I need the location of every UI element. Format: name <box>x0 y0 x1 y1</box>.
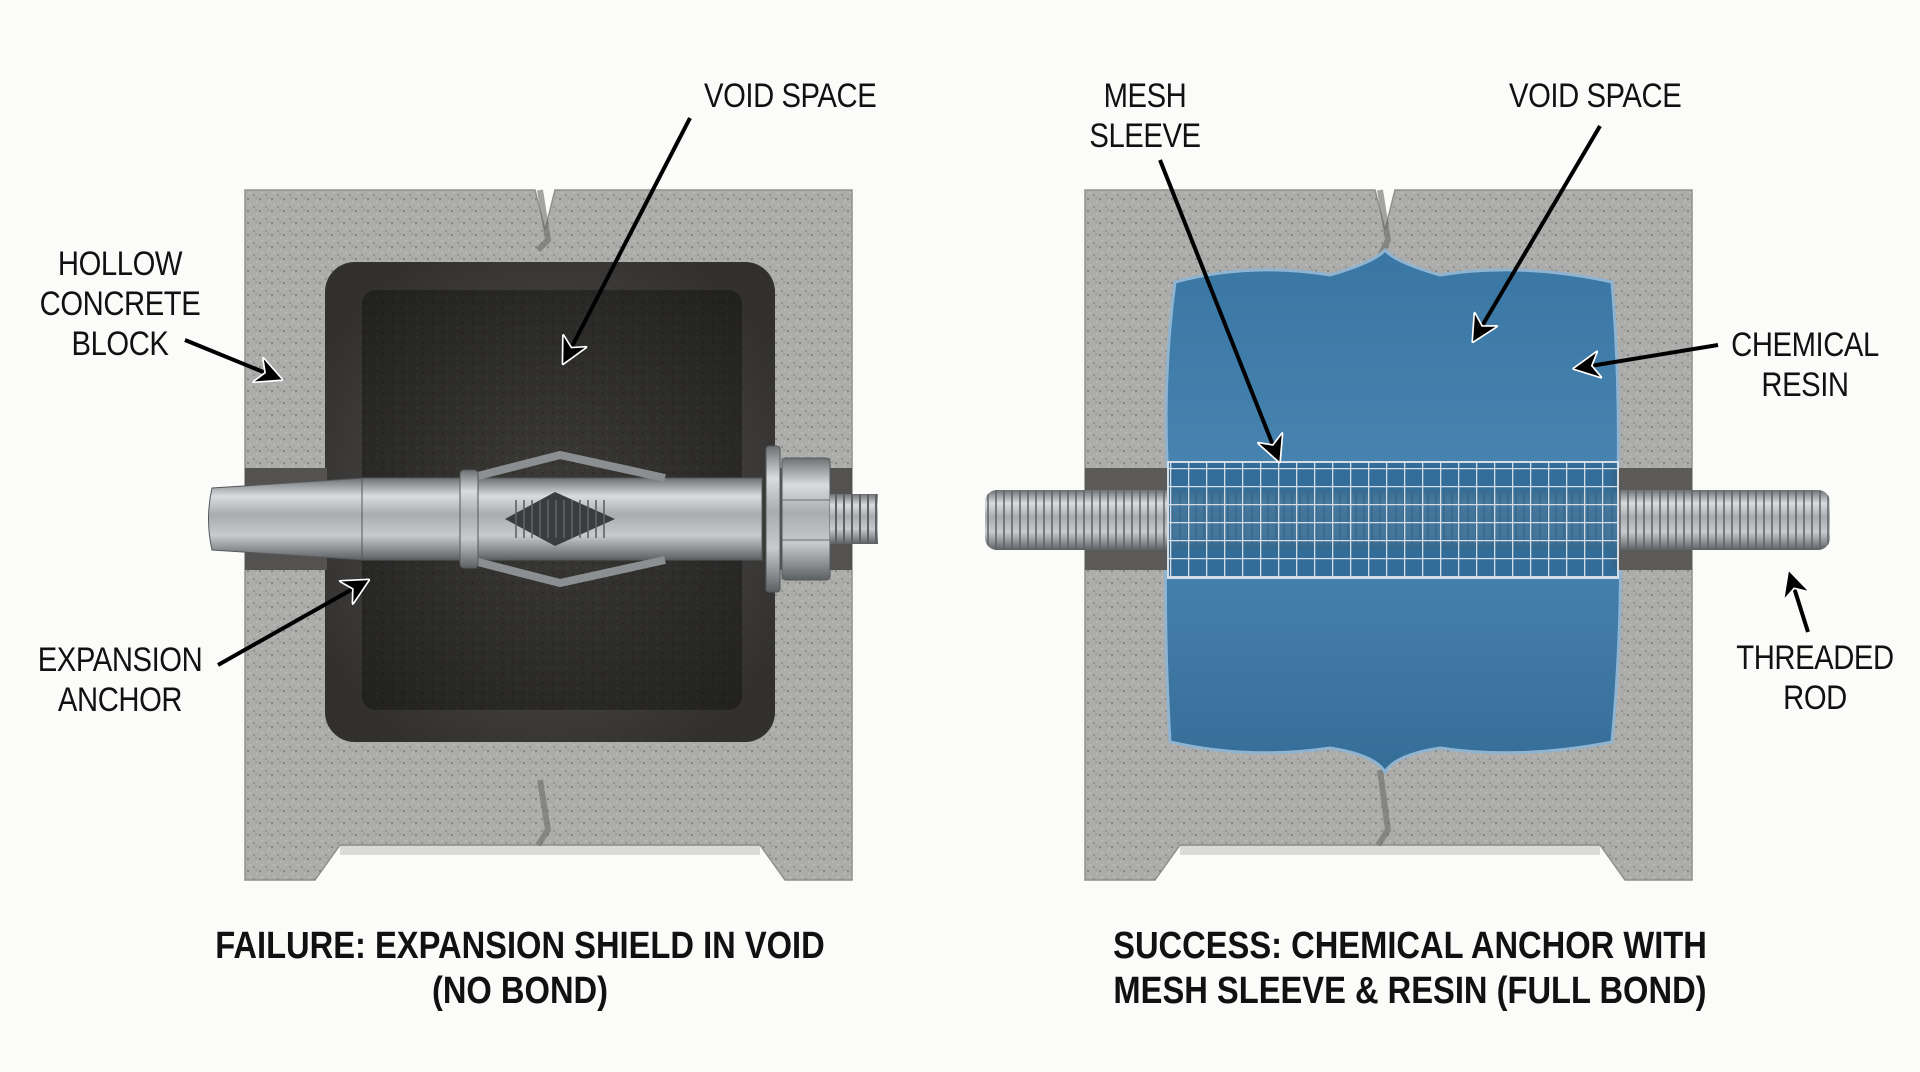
label-text: VOID SPACE <box>704 77 877 115</box>
label-text: CONCRETE <box>39 285 201 323</box>
label-text: EXPANSION <box>37 641 203 679</box>
label-text: THREADED <box>1736 639 1894 677</box>
label-text: ANCHOR <box>57 681 183 719</box>
arrow-mesh-sleeve <box>1158 159 1278 458</box>
caption-line: (NO BOND) <box>431 970 609 1012</box>
caption-failure: FAILURE: EXPANSION SHIELD IN VOID (NO BO… <box>185 924 856 1014</box>
label-mesh-sleeve: MESH SLEEVE <box>1059 76 1231 156</box>
arrow-chemical-resin <box>1578 343 1719 368</box>
label-hollow-concrete-block: HOLLOW CONCRETE BLOCK <box>34 244 206 364</box>
label-threaded-rod: THREADED ROD <box>1729 638 1901 718</box>
label-text: RESIN <box>1761 366 1849 404</box>
label-text: ROD <box>1783 679 1847 717</box>
mesh-sleeve <box>1167 461 1619 579</box>
label-text: HOLLOW <box>57 245 183 283</box>
arrow-void-space-left <box>565 117 692 360</box>
arrow-expansion-anchor <box>217 582 365 667</box>
arrow-void-space-right <box>1475 124 1602 338</box>
label-chemical-resin: CHEMICAL RESIN <box>1719 325 1891 405</box>
label-void-space-left: VOID SPACE <box>704 76 877 116</box>
caption-line: MESH SLEEVE & RESIN (FULL BOND) <box>1113 970 1707 1012</box>
label-text: SLEEVE <box>1089 117 1201 155</box>
label-expansion-anchor: EXPANSION ANCHOR <box>34 640 206 720</box>
arrow-threaded-rod <box>1790 575 1808 633</box>
expansion-anchor <box>208 445 878 593</box>
arrow-hollow-block <box>184 338 278 378</box>
label-text: CHEMICAL <box>1731 326 1879 364</box>
caption-success: SUCCESS: CHEMICAL ANCHOR WITH MESH SLEEV… <box>1066 924 1754 1014</box>
label-text: MESH <box>1103 77 1187 115</box>
label-text: BLOCK <box>71 325 169 363</box>
label-void-space-right: VOID SPACE <box>1509 76 1682 116</box>
label-text: VOID SPACE <box>1509 77 1682 115</box>
caption-line: SUCCESS: CHEMICAL ANCHOR WITH <box>1113 925 1707 967</box>
caption-line: FAILURE: EXPANSION SHIELD IN VOID <box>215 925 825 967</box>
